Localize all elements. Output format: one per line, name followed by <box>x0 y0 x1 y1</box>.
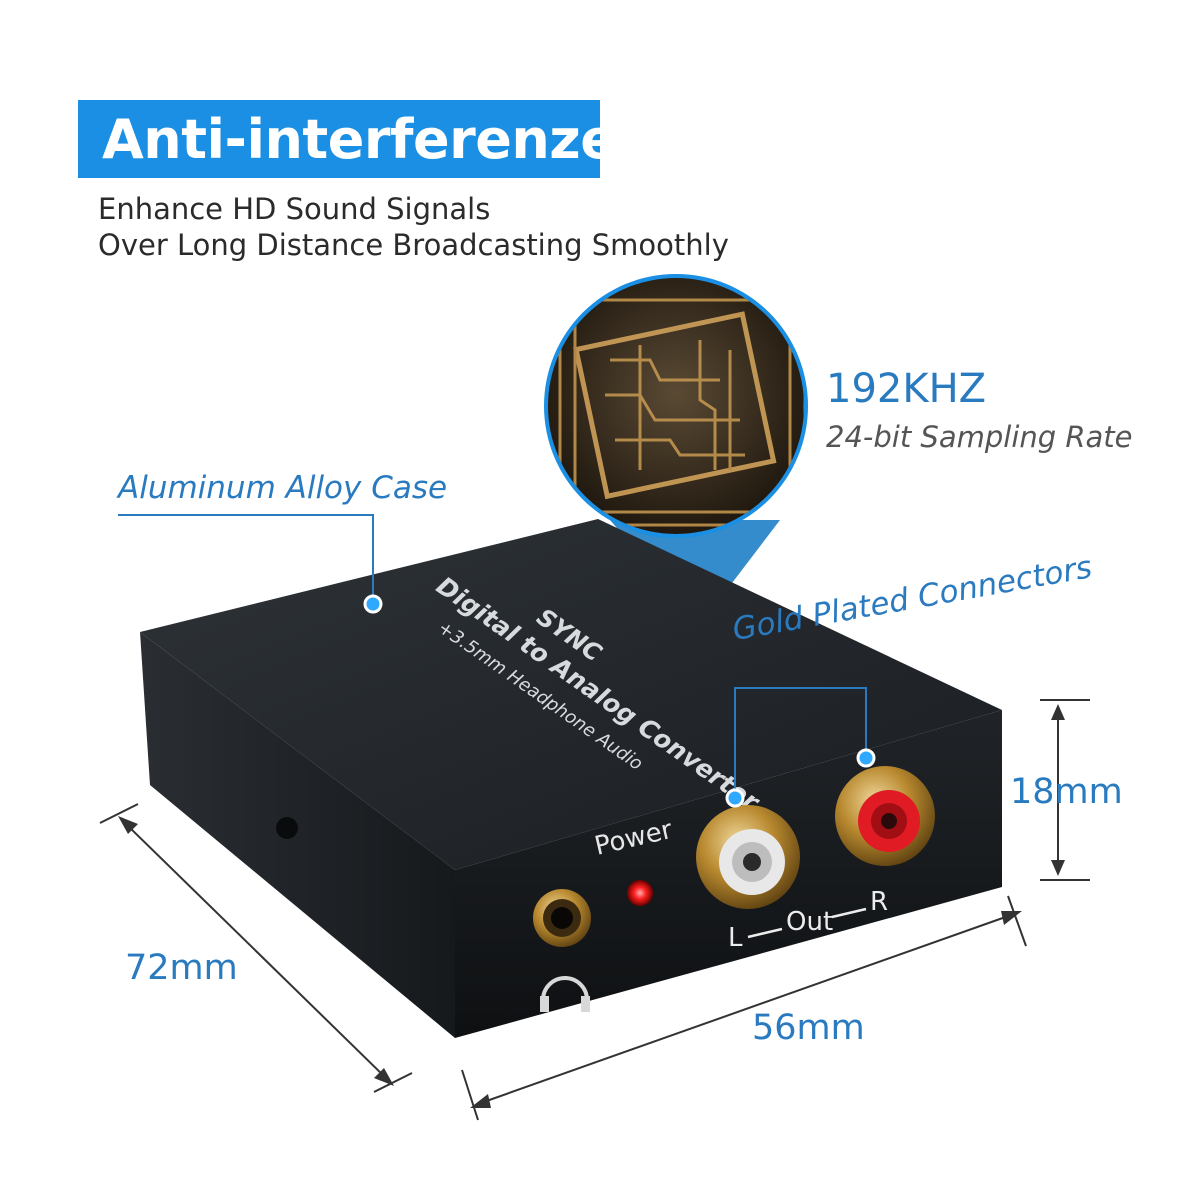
case-callout-line <box>118 514 374 604</box>
depth-dimension-arrow <box>99 803 413 1093</box>
width-dimension-arrow <box>461 895 1027 1121</box>
width-dimension: 56mm <box>752 1008 865 1048</box>
depth-dimension: 72mm <box>125 948 238 988</box>
height-dimension: 18mm <box>1010 772 1123 812</box>
chip-magnifier <box>544 274 808 538</box>
subtitle-line-1: Enhance HD Sound Signals <box>98 192 491 226</box>
case-callout: Aluminum Alloy Case <box>118 470 448 506</box>
headphone-icon <box>540 976 590 1012</box>
headline-banner: Anti-interferenze <box>78 100 617 178</box>
subtitle-line-2: Over Long Distance Broadcasting Smoothly <box>98 228 729 262</box>
rca-left-white <box>696 805 800 909</box>
headline: Anti-interferenze <box>102 107 617 171</box>
height-dimension-arrow <box>1040 699 1090 881</box>
device-top <box>140 519 1002 870</box>
power-led <box>627 880 653 906</box>
connectors-callout-dot-left <box>725 788 745 808</box>
out-dash-right <box>831 907 867 919</box>
out-label: Out <box>786 907 833 937</box>
headphone-jack <box>533 889 591 947</box>
connectors-callout-dot-right <box>856 748 876 768</box>
side-screw-hole <box>276 817 298 839</box>
rca-right-red <box>835 766 935 866</box>
connectors-callout-line <box>734 687 867 798</box>
sampling-rate-detail: 24-bit Sampling Rate <box>826 420 1133 454</box>
sampling-rate: 192KHZ <box>826 366 987 412</box>
device-side <box>140 632 455 1038</box>
out-right-label: R <box>870 887 888 917</box>
out-dash-left <box>747 927 783 939</box>
out-left-label: L <box>728 923 743 953</box>
case-callout-dot <box>363 594 383 614</box>
